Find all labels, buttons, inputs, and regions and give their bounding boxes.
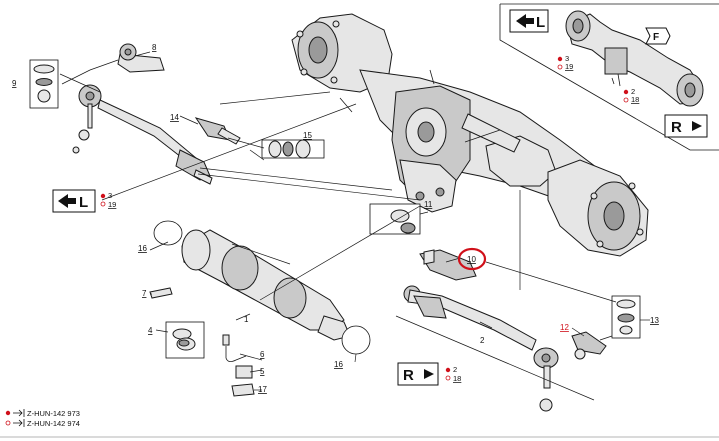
- open-bullet-icon: [100, 201, 106, 207]
- open-bullet-icon: [557, 64, 563, 70]
- inset-right-label: R: [671, 119, 682, 136]
- filled-bullet-icon: [557, 56, 563, 62]
- right-ref-bottom[interactable]: 18: [453, 374, 461, 383]
- highlight-ring: [457, 247, 487, 271]
- callout-9[interactable]: 9: [12, 79, 17, 88]
- leader-lines: [59, 51, 650, 401]
- inset-ref-right-bottom[interactable]: 18: [631, 95, 639, 104]
- open-bullet-icon: [445, 375, 451, 381]
- arrow-right-icon: [13, 419, 25, 427]
- left-tie-rod: [29, 43, 241, 185]
- inset-right-arrow-box: R: [664, 114, 708, 138]
- callout-7[interactable]: 7: [142, 289, 147, 298]
- callout-8[interactable]: 8: [152, 43, 157, 52]
- callout-12[interactable]: 12: [560, 323, 569, 332]
- inset-front-label: F: [653, 32, 659, 43]
- callout-16-right[interactable]: 16: [334, 360, 343, 369]
- inset-axis-drawing: [565, 10, 704, 107]
- callout-6[interactable]: 6: [260, 350, 265, 359]
- steering-cylinder: [149, 220, 371, 397]
- callout-2[interactable]: 2: [480, 336, 485, 345]
- right-ref-top[interactable]: 2: [453, 365, 457, 374]
- legend: Z-HUN-142 973 Z-HUN-142 974: [5, 409, 80, 428]
- inset-ref-right-top[interactable]: 2: [631, 87, 635, 96]
- inset-frame: [499, 3, 719, 151]
- left-side-label: L: [79, 194, 88, 211]
- inset-left-label: L: [536, 14, 545, 31]
- callout-14[interactable]: 14: [170, 113, 179, 122]
- left-side-ref: 3 19: [100, 191, 116, 209]
- filled-bullet-icon: [5, 410, 11, 416]
- callout-labels: 9 8 14 15 16 7 1 4 6 5 17 16 11 10 2 12 …: [12, 43, 659, 394]
- legend-open-text: Z-HUN-142 974: [27, 419, 80, 428]
- arrow-right-icon: [13, 409, 25, 417]
- inset-front-flag: F: [645, 27, 671, 45]
- left-side-box: L: [52, 189, 96, 213]
- callout-13[interactable]: 13: [650, 316, 659, 325]
- inset-ref-left: 3 19: [557, 54, 573, 71]
- callout-15[interactable]: 15: [303, 131, 312, 140]
- callout-1[interactable]: 1: [244, 315, 249, 324]
- filled-bullet-icon: [623, 89, 629, 95]
- inset-ref-right: 2 18: [623, 87, 639, 104]
- right-side-box: R: [397, 362, 439, 386]
- right-side-label: R: [403, 367, 414, 384]
- callout-4[interactable]: 4: [148, 326, 153, 335]
- open-bullet-icon: [623, 97, 629, 103]
- inset-ref-left-top[interactable]: 3: [565, 54, 569, 63]
- kit-15: [261, 139, 325, 159]
- inset-left-arrow-box: L: [509, 9, 549, 33]
- right-tie-rod: [369, 203, 641, 412]
- filled-bullet-icon: [100, 193, 106, 199]
- filled-bullet-icon: [445, 367, 451, 373]
- inset-ref-left-bottom[interactable]: 19: [565, 62, 573, 71]
- callout-11[interactable]: 11: [424, 200, 433, 209]
- callout-5[interactable]: 5: [260, 367, 265, 376]
- left-ref-top[interactable]: 3: [108, 191, 112, 200]
- callout-17[interactable]: 17: [258, 385, 267, 394]
- right-side-ref: 2 18: [445, 365, 461, 383]
- callout-10[interactable]: 10: [467, 255, 476, 264]
- left-ref-bottom[interactable]: 19: [108, 200, 116, 209]
- callout-16-left[interactable]: 16: [138, 244, 147, 253]
- open-bullet-icon: [5, 420, 11, 426]
- legend-filled-text: Z-HUN-142 973: [27, 409, 80, 418]
